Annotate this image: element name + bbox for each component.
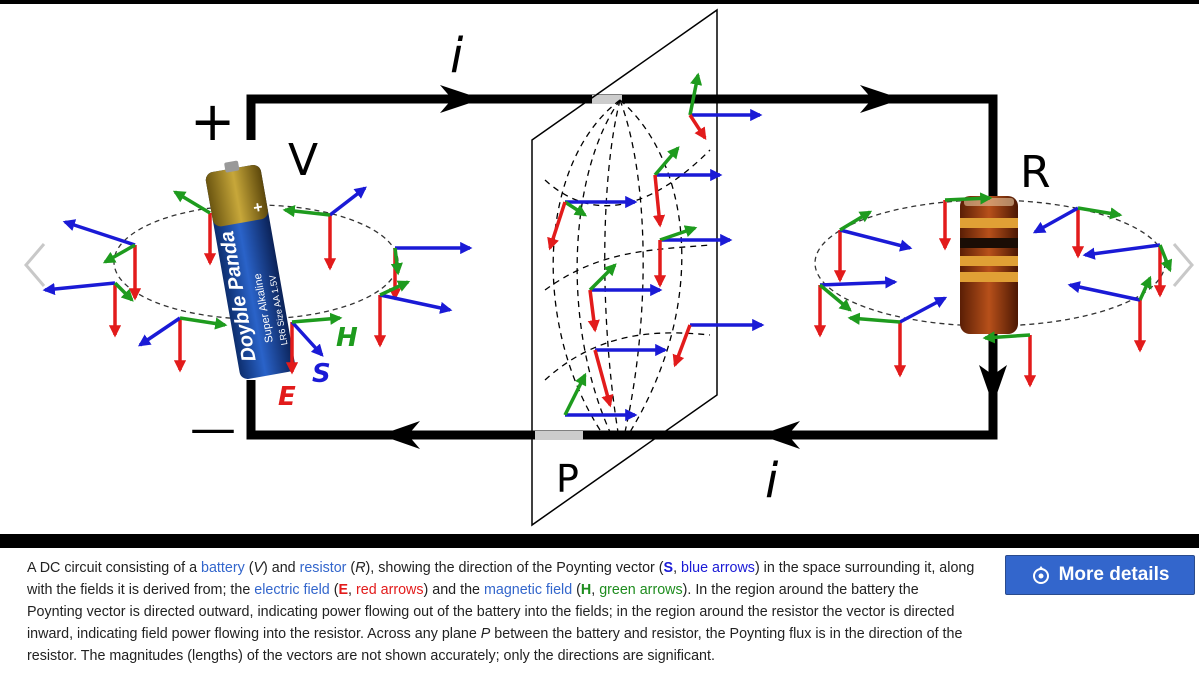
electric-field-link[interactable]: electric field	[254, 582, 330, 598]
current-arrowhead-top-right	[860, 85, 902, 113]
current-arrowhead-right	[979, 365, 1007, 405]
poynting-diagram: Doyble Panda Super Alkaline LR6 Size AA …	[42, 8, 1173, 527]
plane-P	[531, 8, 718, 527]
plus-label: +	[190, 90, 235, 153]
resistor-label: R	[1020, 147, 1051, 198]
battery-link[interactable]: battery	[201, 560, 245, 576]
battery-vectors	[42, 186, 473, 375]
more-details-label: More details	[1058, 564, 1170, 585]
image-caption: A DC circuit consisting of a battery (V)…	[27, 560, 975, 664]
plane-vectors	[547, 72, 765, 422]
chevron-right-icon[interactable]	[1170, 240, 1196, 290]
current-label-top: i	[450, 28, 464, 84]
current-arrowhead-top	[440, 85, 482, 113]
plane-field-lines	[544, 99, 711, 433]
resistor-vectors	[813, 192, 1173, 388]
minus-label: —	[190, 401, 236, 455]
magnetic-field-link[interactable]: magnetic field	[483, 582, 573, 598]
diagram-labels: + — V R i i P E S H	[190, 28, 1051, 509]
commons-logo-icon	[1032, 566, 1049, 584]
circuit-wire	[246, 94, 998, 440]
H-label: H	[336, 323, 358, 353]
wire-gap-top	[592, 95, 622, 104]
E-label: E	[278, 382, 296, 412]
more-details-button[interactable]: More details	[1005, 555, 1195, 595]
battery-plus-mark: +	[252, 199, 264, 217]
resistor	[960, 196, 1018, 334]
current-arrowhead-bottom-right	[760, 421, 800, 449]
wire-gap-bottom	[535, 431, 583, 440]
image-area: Doyble Panda Super Alkaline LR6 Size AA …	[0, 0, 1199, 534]
plane-label: P	[556, 457, 579, 501]
battery: Doyble Panda Super Alkaline LR6 Size AA …	[205, 160, 295, 379]
current-label-bottom: i	[765, 453, 779, 509]
current-arrowhead-bottom	[380, 421, 420, 449]
resistor-link[interactable]: resistor	[299, 560, 347, 576]
voltage-label: V	[288, 135, 318, 186]
S-label: S	[312, 359, 331, 389]
chevron-left-icon[interactable]	[22, 240, 48, 290]
caption-panel: A DC circuit consisting of a battery (V)…	[0, 548, 1199, 700]
top-bar	[0, 0, 1199, 4]
